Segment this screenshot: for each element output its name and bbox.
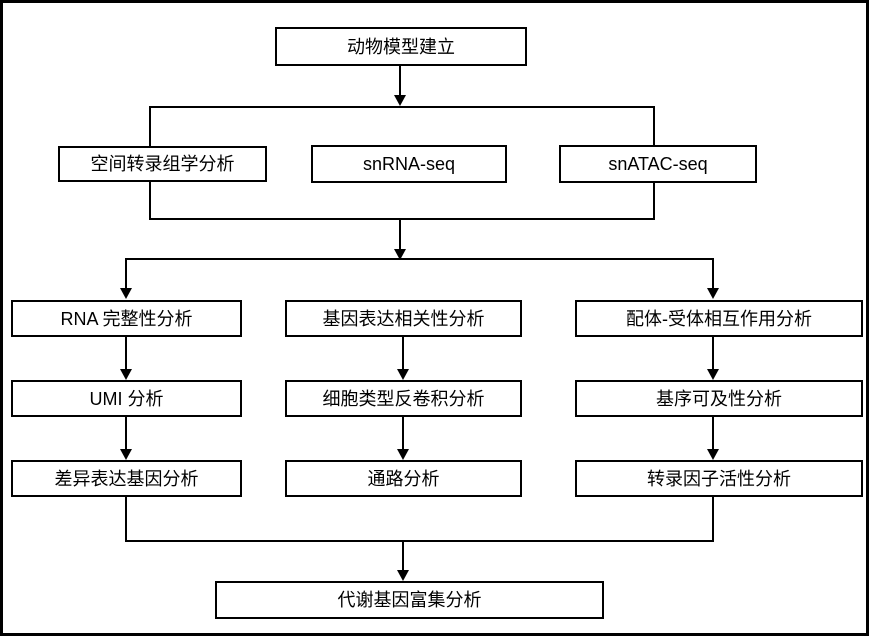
node-gene-correlation: 基因表达相关性分析 bbox=[285, 300, 522, 337]
node-ligand-receptor: 配体-受体相互作用分析 bbox=[575, 300, 863, 337]
arrow-line-left-1 bbox=[125, 337, 127, 369]
arrow-head-mid-2 bbox=[397, 449, 409, 460]
node-deg-analysis: 差异表达基因分析 bbox=[11, 460, 242, 497]
arrow-head-left-1 bbox=[120, 369, 132, 380]
branch-top-left-head bbox=[120, 288, 132, 299]
node-metabolic-enrichment: 代谢基因富集分析 bbox=[215, 581, 604, 619]
arrow-head-mid-1 bbox=[397, 369, 409, 380]
arrow-head-group-out bbox=[394, 249, 406, 260]
branch-top-right-head bbox=[707, 288, 719, 299]
arrow-line-final bbox=[402, 542, 404, 570]
arrow-head-right-2 bbox=[707, 449, 719, 460]
node-tf-activity: 转录因子活性分析 bbox=[575, 460, 863, 497]
arrow-line-root bbox=[399, 66, 401, 95]
node-umi-analysis: UMI 分析 bbox=[11, 380, 242, 417]
merge-right-line bbox=[712, 497, 714, 542]
arrow-head-final bbox=[397, 570, 409, 581]
arrow-head-root bbox=[394, 95, 406, 106]
arrow-line-right-1 bbox=[712, 337, 714, 369]
arrow-line-mid-1 bbox=[402, 337, 404, 369]
node-rna-integrity: RNA 完整性分析 bbox=[11, 300, 242, 337]
node-pathway-analysis: 通路分析 bbox=[285, 460, 522, 497]
arrow-line-mid-2 bbox=[402, 417, 404, 449]
node-spatial-transcriptomics: 空间转录组学分析 bbox=[58, 146, 267, 182]
merge-horizontal bbox=[125, 540, 714, 542]
arrow-line-left-2 bbox=[125, 417, 127, 449]
arrow-line-right-2 bbox=[712, 417, 714, 449]
branch-top-left-line bbox=[125, 258, 127, 288]
arrow-head-left-2 bbox=[120, 449, 132, 460]
branch-top-right-line bbox=[712, 258, 714, 288]
node-celltype-deconvolution: 细胞类型反卷积分析 bbox=[285, 380, 522, 417]
merge-left-line bbox=[125, 497, 127, 542]
arrow-head-right-1 bbox=[707, 369, 719, 380]
node-motif-accessibility: 基序可及性分析 bbox=[575, 380, 863, 417]
branch-top-horizontal bbox=[125, 258, 714, 260]
node-snatac-seq: snATAC-seq bbox=[559, 145, 757, 183]
arrow-line-group-out bbox=[399, 220, 401, 249]
node-animal-model: 动物模型建立 bbox=[275, 27, 527, 66]
node-snrna-seq: snRNA-seq bbox=[311, 145, 507, 183]
